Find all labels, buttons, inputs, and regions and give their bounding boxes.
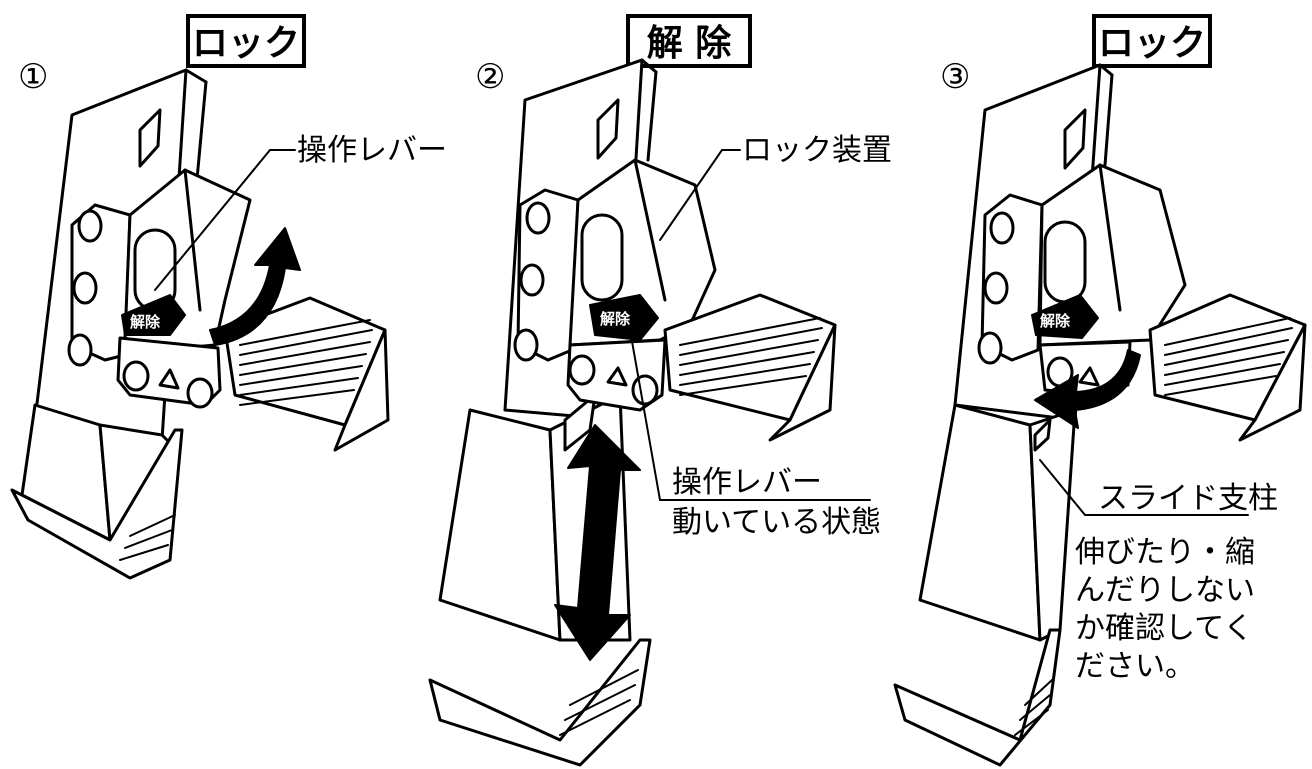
panel-1-lever-label: 解除 (130, 313, 161, 331)
panel-3-step (1148, 293, 1307, 442)
panel-1-lock-device: 解除 (67, 168, 252, 409)
panel-2-lever-label: 解除 (600, 310, 631, 328)
panel-2-moving-text: 動いている状態 (672, 505, 881, 540)
panel-3-rotate-arrow (1034, 349, 1141, 429)
panel-2-title: 解 除 (647, 23, 733, 64)
panel-1-title-box (186, 14, 306, 68)
panel-2-step (663, 293, 837, 442)
panel-2: 解 除 ② (428, 14, 892, 767)
panel-3-column-leader (1039, 459, 1249, 516)
panel-2-number: ② (475, 57, 505, 97)
panel-1-title: ロック (192, 23, 300, 64)
panel-3-note-line-4: ださい。 (1075, 649, 1195, 684)
panel-3-title-box (1092, 14, 1212, 68)
panel-3-lever-label: 解除 (1040, 312, 1071, 330)
panel-2-title-box (626, 14, 752, 68)
panel-3-note-line-3: か確認してく (1075, 611, 1253, 646)
panel-3-note-line-1: 伸びたり・縮 (1075, 535, 1255, 570)
panel-3: ロック ③ (893, 14, 1307, 767)
panel-2-lock-device: 解除 (513, 158, 717, 412)
panel-2-device-text: ロック装置 (742, 133, 892, 168)
panel-1-lever-text: 操作レバー (297, 133, 447, 168)
panel-2-slide-arrow (554, 424, 641, 661)
panel-1: ロック ① (10, 14, 447, 580)
panel-1-number: ① (18, 57, 48, 97)
panel-2-device-leader (659, 149, 741, 241)
panel-3-number: ③ (940, 57, 970, 97)
panel-2-post (428, 58, 658, 767)
panel-1-rotate-arrow (209, 227, 301, 346)
panel-3-title: ロック (1098, 23, 1206, 64)
panel-3-column-text: スライド支柱 (1098, 481, 1278, 516)
panel-3-lock-device: 解除 (977, 163, 1187, 397)
panel-2-lever-leader (629, 329, 871, 501)
panel-2-lever-text: 操作レバー (672, 465, 822, 500)
panel-1-step (223, 296, 390, 452)
panel-1-lever-leader (154, 149, 296, 291)
panel-3-note-line-2: んだりしない (1075, 573, 1255, 608)
